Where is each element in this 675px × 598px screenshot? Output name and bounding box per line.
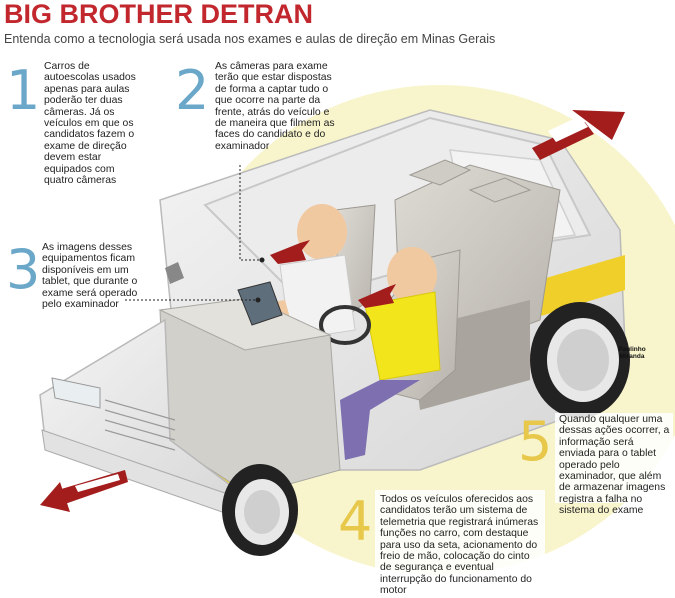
step-number-2: 2 (175, 59, 210, 122)
grille (104, 399, 176, 451)
page-subtitle: Entenda como a tecnologia será usada nos… (4, 32, 496, 46)
step-number-4: 4 (338, 490, 373, 553)
step-number-5: 5 (518, 410, 553, 473)
arrow-rear (532, 110, 625, 160)
headlight (51, 377, 101, 409)
step-text-4: Todos os veículos oferecidos aos candida… (380, 494, 539, 597)
step-text-3: As imagens desses equipamentos ficam dis… (42, 242, 138, 311)
leader-dot-2 (259, 257, 265, 263)
step-number-3: 3 (6, 238, 41, 301)
illustrator-credit: Paulinho Miranda (618, 346, 646, 360)
front-wheel (222, 464, 298, 556)
dashboard-top (158, 297, 332, 351)
step-text-2: As câmeras para exame terão que estar di… (215, 61, 335, 152)
tablet (237, 281, 283, 326)
candidate-figure (340, 247, 441, 460)
camera-arrow-examiner (270, 240, 310, 264)
text-backdrop-5 (555, 413, 673, 503)
camera-arrow-candidate (358, 284, 396, 308)
leader-dot-3 (255, 297, 261, 303)
rear-wheel (530, 302, 630, 418)
text-backdrop-4 (375, 490, 545, 595)
step-text-1: Carros de autoescolas usados apenas para… (44, 61, 136, 187)
leader-line-2 (239, 165, 262, 261)
arrow-front (40, 470, 128, 512)
rear-view-mirror (165, 262, 184, 284)
step-number-1: 1 (6, 59, 41, 122)
steering-wheel (319, 305, 371, 345)
page-title: BIG BROTHER DETRAN (4, 0, 313, 29)
step-text-5: Quando qualquer uma dessas ações ocorrer… (559, 414, 670, 517)
